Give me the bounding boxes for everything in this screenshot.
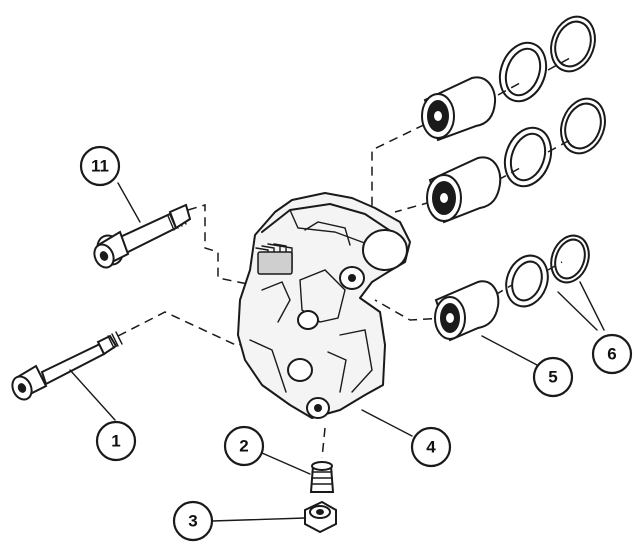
- piston-top: [421, 76, 497, 142]
- callout-5: 5: [532, 356, 574, 398]
- callout-2: 2: [223, 425, 265, 467]
- callout-6-label: 6: [607, 345, 616, 364]
- callout-1: 1: [95, 420, 137, 462]
- bleed-valve: [309, 461, 335, 493]
- leader-lines: [69, 182, 605, 522]
- callout-1-label: 1: [111, 432, 120, 451]
- callout-6: 6: [591, 333, 633, 375]
- bolt-lower: [11, 331, 123, 401]
- callout-5-label: 5: [548, 368, 557, 387]
- piston-bottom: [434, 280, 500, 342]
- piston-bore-boss: [362, 229, 408, 271]
- bleed-cap: [304, 500, 337, 534]
- callout-3: 3: [172, 500, 214, 542]
- callout-2-label: 2: [239, 437, 248, 456]
- bolt-upper: [93, 203, 192, 269]
- seal-rings: [498, 15, 606, 308]
- callout-4: 4: [410, 426, 452, 468]
- piston-middle: [426, 156, 502, 224]
- callout-3-label: 3: [188, 512, 197, 531]
- callout-11: 11: [79, 145, 121, 187]
- caliper-vent-grille: [257, 251, 293, 275]
- callout-11-label: 11: [91, 157, 109, 176]
- callout-4-label: 4: [426, 438, 436, 457]
- caliper-body: [237, 192, 411, 419]
